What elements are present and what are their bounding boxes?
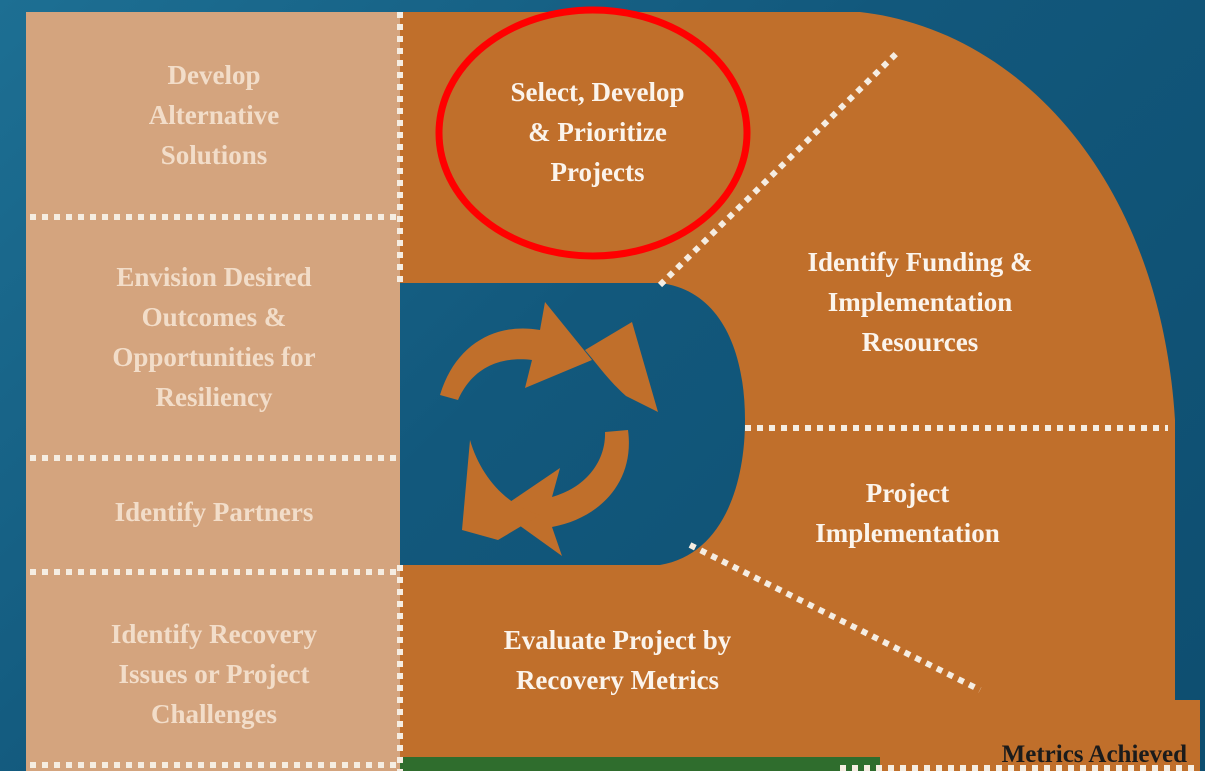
left-panel [26, 12, 400, 771]
recycle-arrows-icon [440, 302, 658, 556]
orange-d-shape [400, 12, 1200, 771]
step-identify-funding: Identify Funding & Implementation Resour… [807, 247, 1033, 357]
step-project-implementation: Project Implementation [815, 478, 1000, 548]
step-evaluate-project: Evaluate Project by Recovery Metrics [503, 625, 732, 695]
red-highlight-circle [435, 6, 751, 260]
step-develop-alternatives: Develop Alternative Solutions [148, 60, 280, 170]
metrics-achieved-label: Metrics Achieved [1001, 741, 1187, 768]
step-envision-outcomes: Envision Desired Outcomes & Opportunitie… [112, 262, 316, 412]
radial-divider-upper [657, 47, 903, 288]
separators [30, 12, 1200, 771]
bottom-green-strip [400, 757, 880, 771]
step-identify-issues: Identify Recovery Issues or Project Chal… [110, 619, 318, 729]
step-select-prioritize: Select, Develop & Prioritize Projects [510, 77, 685, 187]
step-identify-partners: Identify Partners [114, 497, 314, 527]
